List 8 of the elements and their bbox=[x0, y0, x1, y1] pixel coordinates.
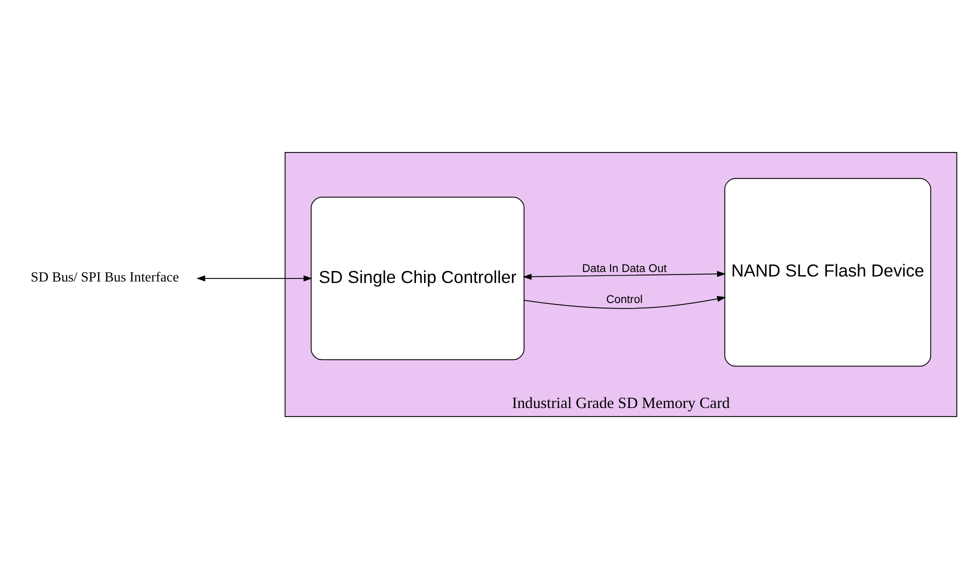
node-text: SD Bus/ SPI Bus Interface bbox=[30, 270, 179, 286]
node-box: SD Single Chip Controller bbox=[310, 196, 524, 360]
arrow bbox=[196, 274, 312, 281]
edge-label: Data In Data Out bbox=[582, 262, 667, 274]
node-box: NAND SLC Flash Device bbox=[724, 178, 932, 366]
edge-label: Control bbox=[606, 294, 643, 306]
arrow bbox=[524, 295, 726, 308]
arrow bbox=[522, 270, 726, 280]
